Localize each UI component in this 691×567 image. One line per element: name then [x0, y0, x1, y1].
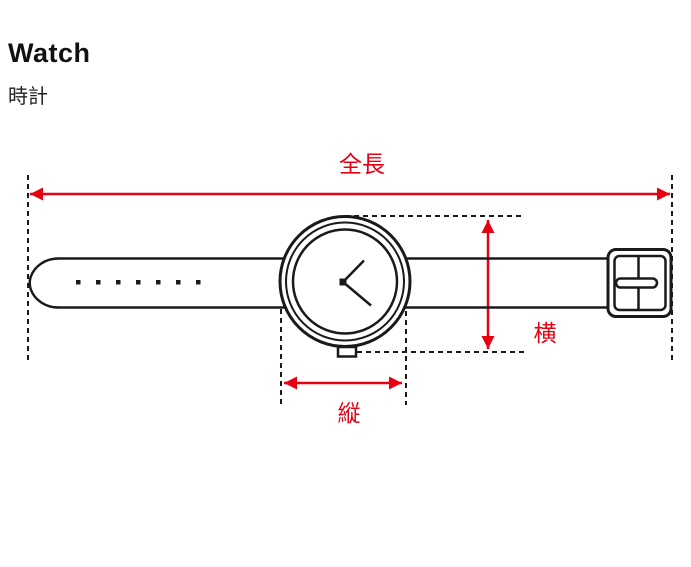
page-subtitle: 時計	[8, 86, 48, 108]
case-middle-circle	[285, 221, 405, 342]
total-length-label: 全長	[339, 151, 385, 177]
watch-buckle	[606, 248, 673, 318]
page-title: Watch	[8, 38, 91, 68]
width-label: 横	[534, 320, 557, 346]
hands-center-hub	[339, 278, 347, 286]
strap-tip	[28, 257, 59, 309]
hour-hand	[342, 281, 372, 307]
watch-case	[278, 215, 412, 358]
minute-hand	[342, 259, 365, 283]
watch-dial-circle	[291, 228, 399, 335]
buckle-pin	[614, 277, 659, 289]
length-label: 縦	[338, 400, 361, 426]
watch-crown	[336, 345, 358, 358]
strap-holes	[76, 280, 201, 285]
buckle-inner-frame	[613, 254, 667, 312]
